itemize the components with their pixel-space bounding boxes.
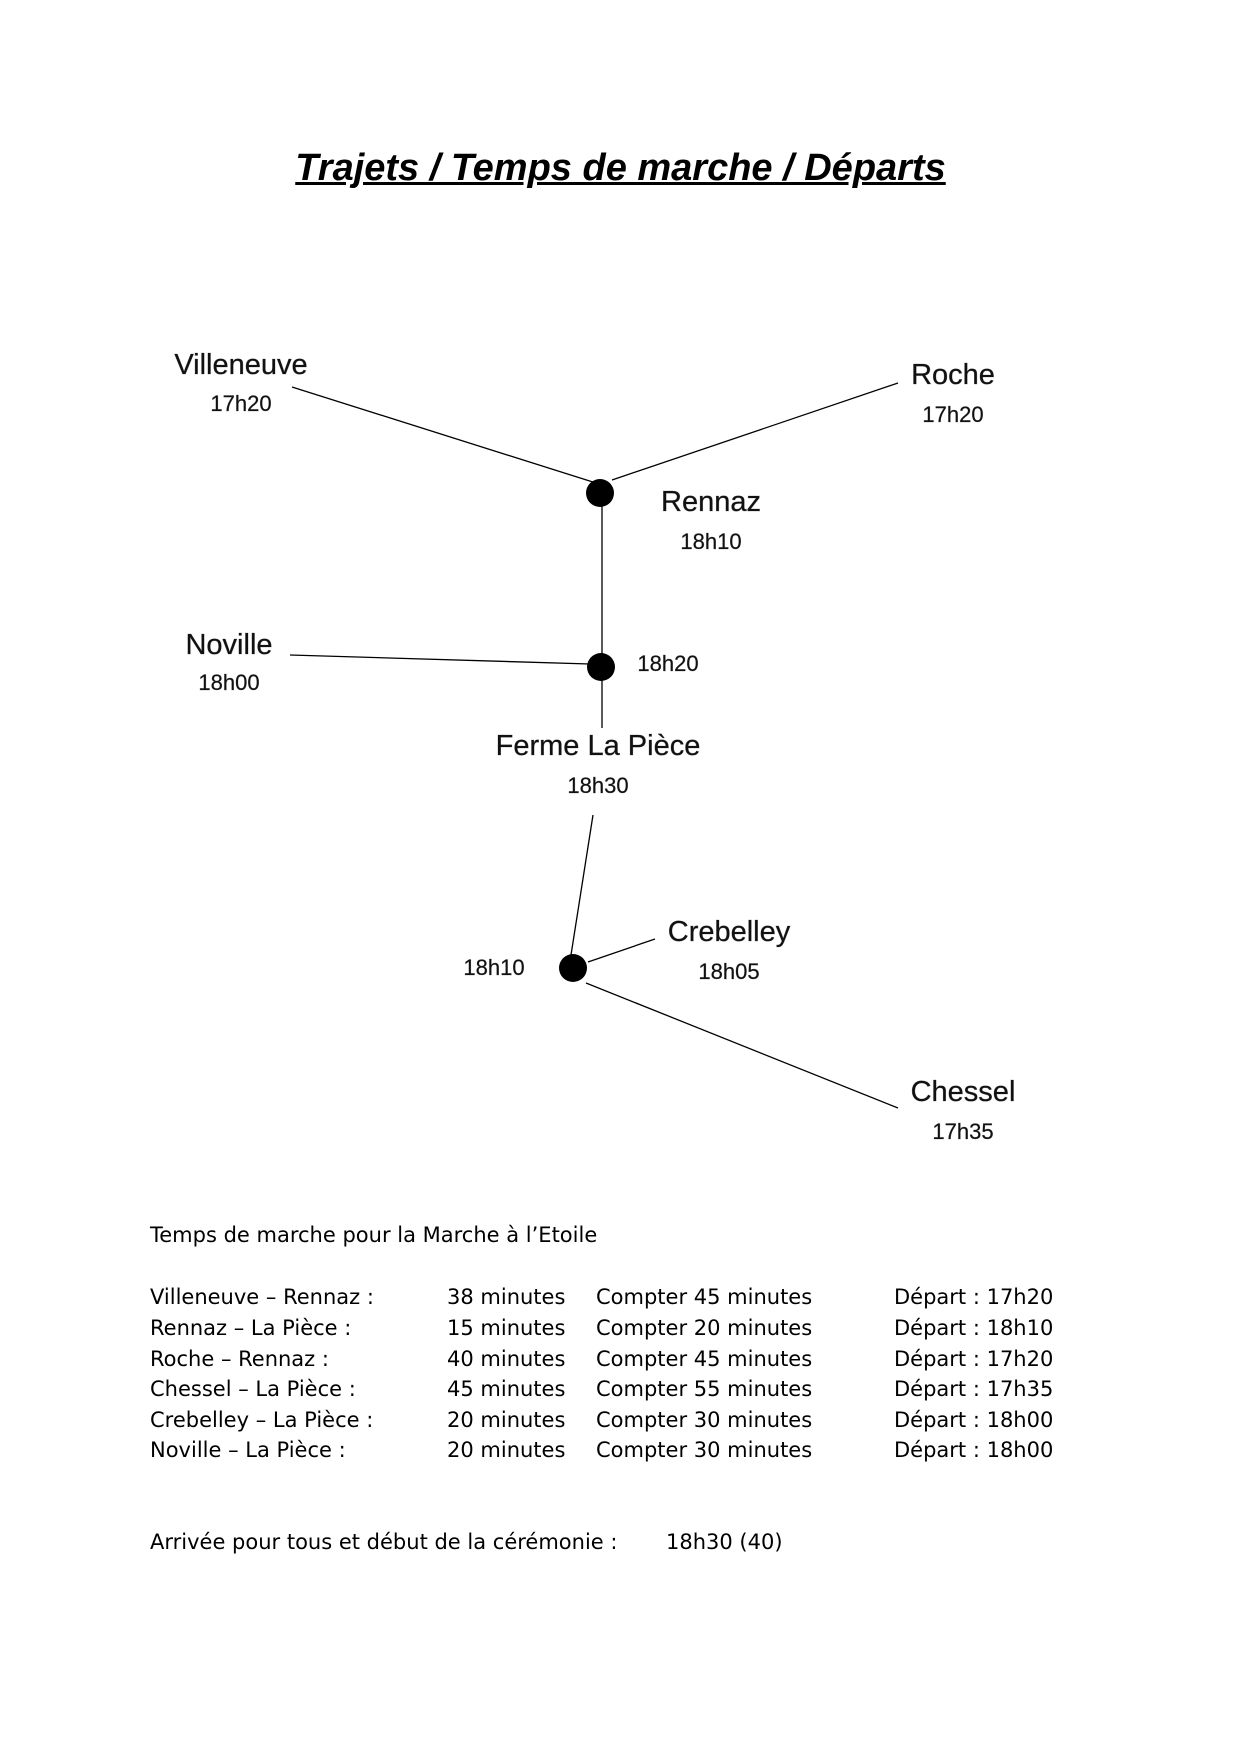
route-cell: Villeneuve – Rennaz : [150,1285,374,1309]
edge-crebelley-junction [587,938,656,963]
table-row: Noville – La Pièce : 20 minutes Compter … [0,1438,1241,1468]
duration-cell: 15 minutes [447,1316,566,1340]
place-rennaz: Rennaz [661,486,761,518]
departure-cell: Départ : 18h10 [894,1316,1054,1340]
route-cell: Crebelley – La Pièce : [150,1408,374,1432]
edge-villeneuve-rennaz [291,386,597,484]
table-row: Crebelley – La Pièce : 20 minutes Compte… [0,1408,1241,1438]
departure-cell: Départ : 17h35 [894,1377,1054,1401]
route-cell: Chessel – La Pièce : [150,1377,356,1401]
time-junction-noville: 18h20 [637,651,698,676]
edge-chessel-junction [585,982,899,1109]
table-row: Chessel – La Pièce : 45 minutes Compter … [0,1377,1241,1407]
time-villeneuve: 17h20 [210,391,271,416]
page-title: Trajets / Temps de marche / Départs [295,147,946,189]
place-ferme-la-piece: Ferme La Pièce [496,730,701,762]
time-rennaz: 18h10 [680,529,741,554]
planned-cell: Compter 30 minutes [596,1408,813,1432]
departure-cell: Départ : 18h00 [894,1438,1054,1462]
arrival-time: 18h30 (40) [666,1530,783,1554]
planned-cell: Compter 20 minutes [596,1316,813,1340]
duration-cell: 38 minutes [447,1285,566,1309]
time-junction-crebelley: 18h10 [463,955,524,980]
node-rennaz [586,479,614,507]
time-ferme-la-piece: 18h30 [567,773,628,798]
duration-cell: 20 minutes [447,1408,566,1432]
edge-noville-junction [289,654,591,665]
place-chessel: Chessel [911,1076,1016,1108]
duration-cell: 45 minutes [447,1377,566,1401]
place-noville: Noville [185,629,272,661]
edge-roche-rennaz [611,382,899,481]
duration-cell: 20 minutes [447,1438,566,1462]
table-row: Villeneuve – Rennaz : 38 minutes Compter… [0,1285,1241,1315]
departure-cell: Départ : 17h20 [894,1285,1054,1309]
route-cell: Roche – Rennaz : [150,1347,329,1371]
edge-ferme-crebelley-junction [570,814,594,956]
departure-cell: Départ : 17h20 [894,1347,1054,1371]
route-cell: Rennaz – La Pièce : [150,1316,352,1340]
arrival-label: Arrivée pour tous et début de la cérémon… [150,1530,618,1554]
time-noville: 18h00 [198,670,259,695]
route-cell: Noville – La Pièce : [150,1438,346,1462]
time-chessel: 17h35 [932,1119,993,1144]
planned-cell: Compter 45 minutes [596,1347,813,1371]
duration-cell: 40 minutes [447,1347,566,1371]
planned-cell: Compter 55 minutes [596,1377,813,1401]
place-crebelley: Crebelley [668,916,791,948]
place-roche: Roche [911,359,995,391]
node-junction-crebelley [559,954,587,982]
time-roche: 17h20 [922,402,983,427]
schedule-heading: Temps de marche pour la Marche à l’Etoil… [150,1223,598,1247]
time-crebelley: 18h05 [698,959,759,984]
place-villeneuve: Villeneuve [174,349,307,381]
table-row: Rennaz – La Pièce : 15 minutes Compter 2… [0,1316,1241,1346]
node-junction-noville [587,653,615,681]
table-row: Roche – Rennaz : 40 minutes Compter 45 m… [0,1347,1241,1377]
departure-cell: Départ : 18h00 [894,1408,1054,1432]
planned-cell: Compter 30 minutes [596,1438,813,1462]
planned-cell: Compter 45 minutes [596,1285,813,1309]
